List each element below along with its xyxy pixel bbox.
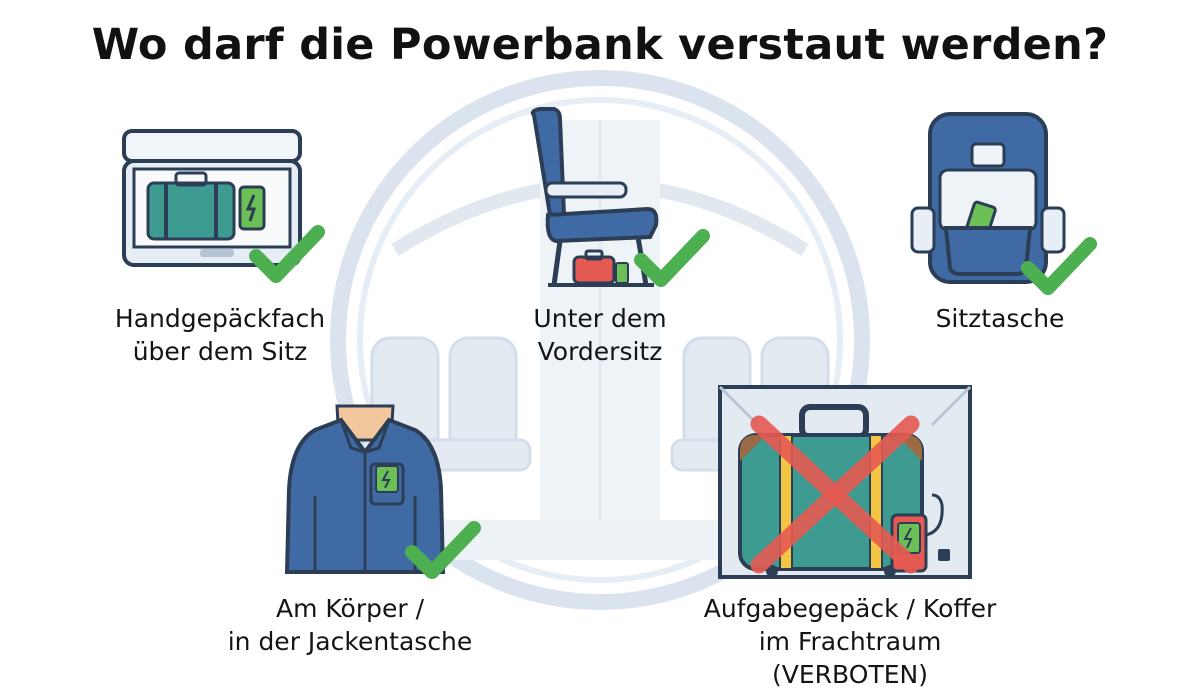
check-icon (1021, 237, 1097, 295)
check-icon (405, 521, 481, 579)
label-overhead-bin: Handgepäckfach über dem Sitz (114, 304, 326, 366)
label-under-seat: Unter dem Vordersitz (533, 304, 667, 366)
overhead-bin-illustration (122, 129, 302, 267)
cross-icon (750, 415, 920, 574)
page-title: Wo darf die Powerbank verstaut werden? (91, 20, 1109, 70)
under-seat-illustration (530, 107, 659, 287)
infographic: Wo darf die Powerbank verstaut werden? H… (91, 20, 1109, 689)
label-seat-pocket: Sitztasche (935, 304, 1065, 333)
seat-pocket-illustration (910, 112, 1066, 284)
label-on-body: Am Körper / in der Jackentasche (227, 594, 473, 656)
check-icon (634, 229, 710, 287)
jacket-illustration (284, 404, 446, 574)
label-checked-baggage: Aufgabegepäck / Koffer im Frachtraum (VE… (703, 594, 997, 689)
check-icon (249, 225, 325, 283)
